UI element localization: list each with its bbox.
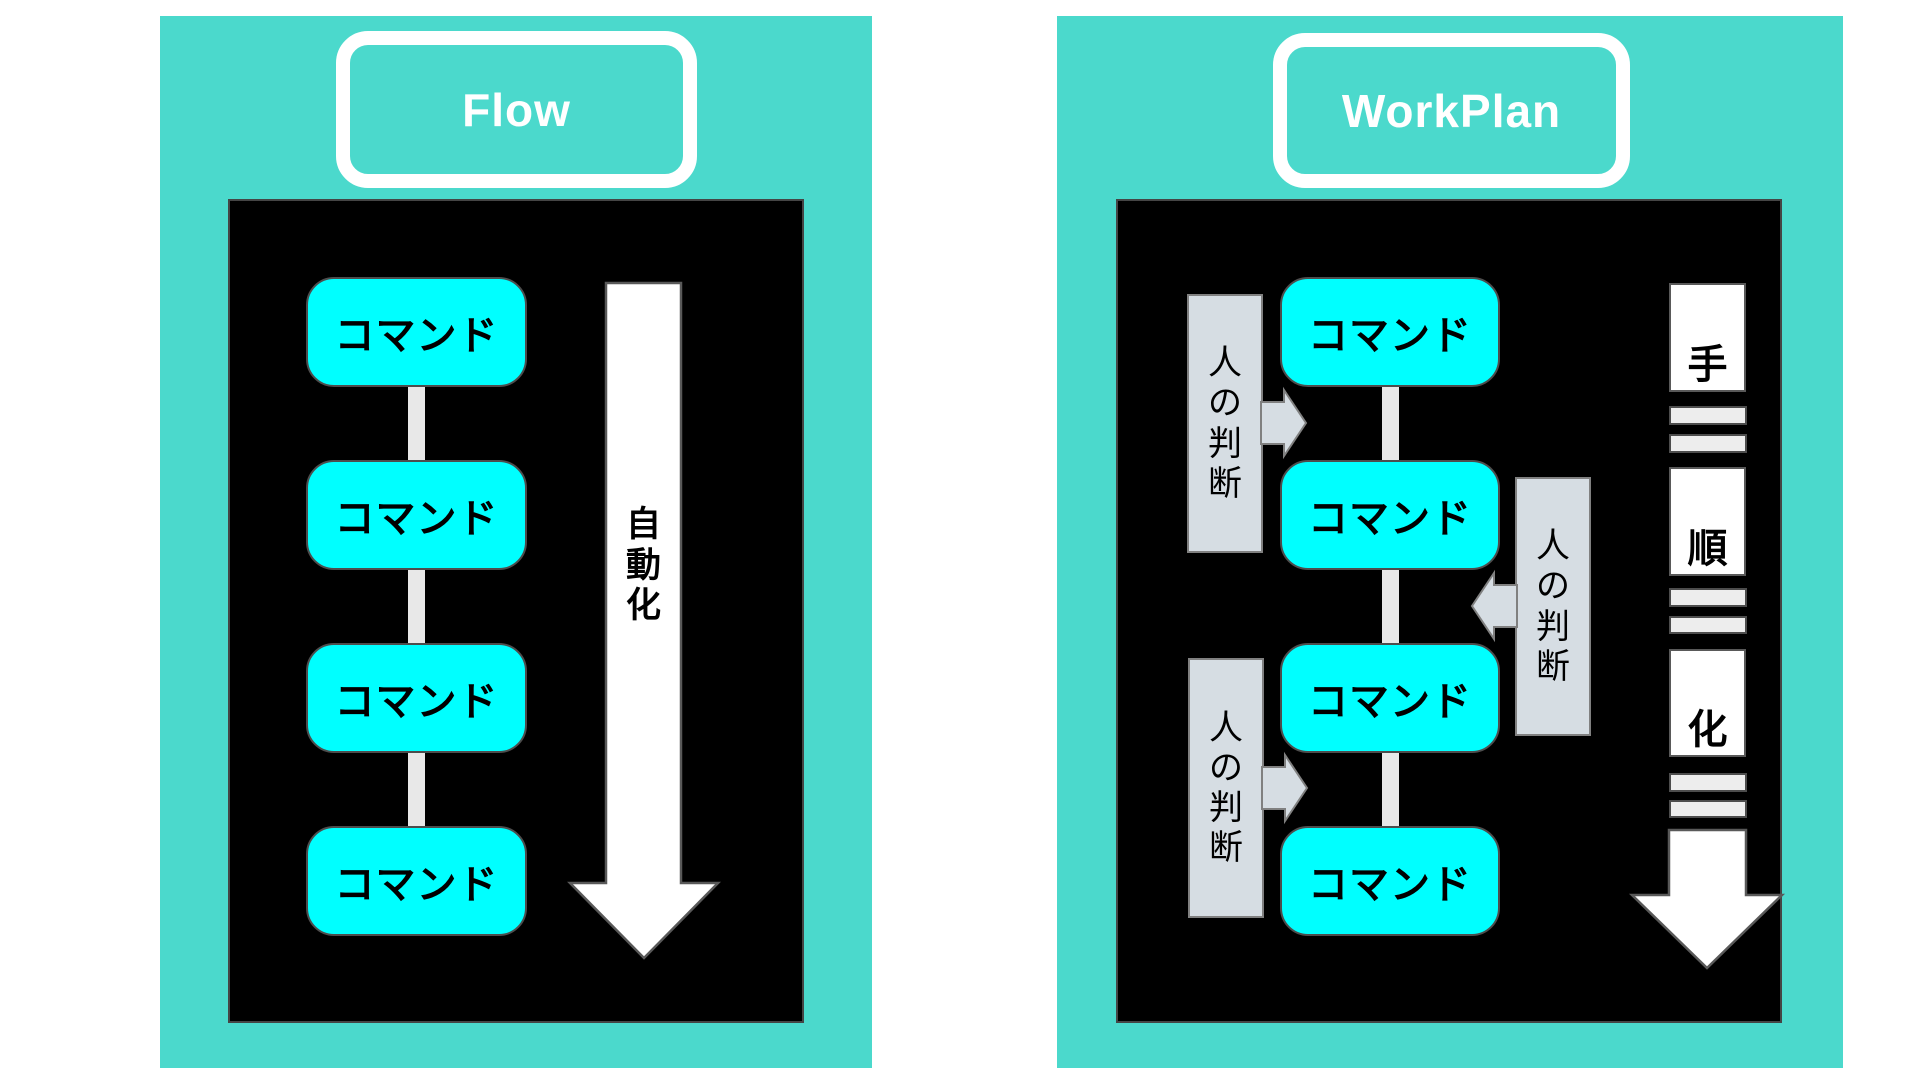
command-label: コマンド — [334, 680, 499, 724]
human-judgment-label: 人の判断 — [1536, 526, 1570, 687]
human-judgment-callout-3: 人の判断 — [1188, 658, 1264, 918]
command-box-7: コマンド — [1280, 643, 1500, 753]
procedure-arrow-bar — [1669, 800, 1747, 818]
connector-line — [1382, 385, 1399, 462]
human-judgment-callout-2: 人の判断 — [1515, 477, 1591, 736]
command-box-3: コマンド — [306, 643, 527, 753]
procedure-arrow-bar — [1669, 616, 1747, 634]
command-label: コマンド — [1308, 680, 1472, 724]
command-label: コマンド — [334, 497, 499, 541]
command-label: コマンド — [1308, 863, 1472, 907]
workplan-title: WorkPlan — [1341, 84, 1562, 137]
command-box-5: コマンド — [1280, 277, 1500, 387]
connector-line — [1382, 751, 1399, 828]
procedure-segment-label: 手 — [1687, 343, 1728, 387]
procedure-arrow-segment-1: 手 — [1669, 283, 1746, 392]
command-label: コマンド — [334, 863, 499, 907]
human-judgment-label: 人の判断 — [1208, 343, 1242, 504]
automation-arrow-label: 自動化 — [626, 505, 662, 626]
command-box-4: コマンド — [306, 826, 527, 936]
command-box-8: コマンド — [1280, 826, 1500, 936]
command-box-2: コマンド — [306, 460, 527, 570]
procedure-segment-label: 順 — [1687, 527, 1728, 571]
procedure-arrow-segment-3: 化 — [1669, 649, 1746, 757]
command-box-1: コマンド — [306, 277, 527, 387]
procedure-arrow-bar — [1669, 588, 1747, 607]
procedure-segment-label: 化 — [1687, 708, 1728, 752]
connector-line — [408, 568, 425, 645]
procedure-arrow-bar — [1669, 406, 1747, 425]
connector-line — [1382, 568, 1399, 645]
flow-title-box: Flow — [336, 31, 697, 188]
command-label: コマンド — [1308, 497, 1472, 541]
command-label: コマンド — [1308, 314, 1472, 358]
command-box-6: コマンド — [1280, 460, 1500, 570]
connector-line — [408, 385, 425, 462]
procedure-arrow-bar — [1669, 434, 1747, 453]
human-judgment-label: 人の判断 — [1209, 707, 1243, 869]
workplan-title-box: WorkPlan — [1273, 33, 1630, 188]
flow-title: Flow — [462, 83, 571, 136]
human-judgment-callout-1: 人の判断 — [1187, 294, 1263, 553]
connector-line — [408, 751, 425, 828]
procedure-arrow-bar — [1669, 773, 1747, 792]
procedure-arrow-segment-2: 順 — [1669, 467, 1746, 576]
command-label: コマンド — [334, 314, 499, 358]
